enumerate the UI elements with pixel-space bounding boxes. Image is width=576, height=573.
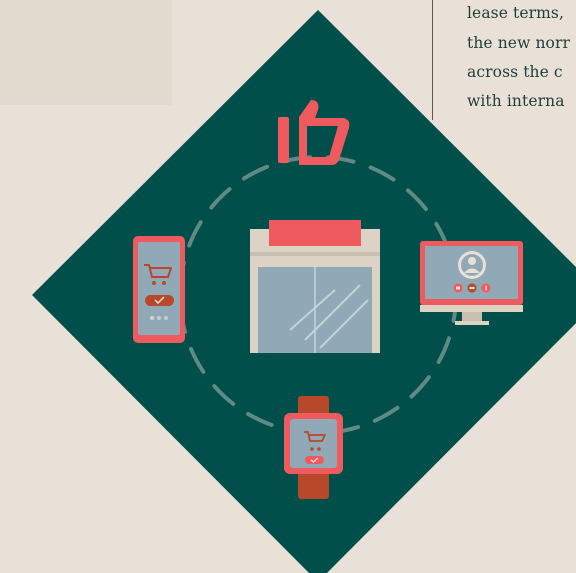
article-text-line: across the c — [467, 63, 563, 81]
side-panel — [0, 0, 172, 105]
smartphone-shopping-cart-icon — [133, 236, 185, 343]
article-text-line: the new norr — [467, 34, 570, 52]
desktop-video-call-icon — [420, 241, 523, 325]
storefront-icon — [250, 220, 380, 353]
article-text-column: lease terms, the new norr across the c w… — [432, 0, 576, 120]
article-text-line: lease terms, — [467, 4, 565, 22]
article-text-line: with interna — [467, 92, 565, 110]
smartwatch-shopping-cart-icon — [284, 396, 343, 499]
thumbs-up-icon — [278, 100, 350, 165]
